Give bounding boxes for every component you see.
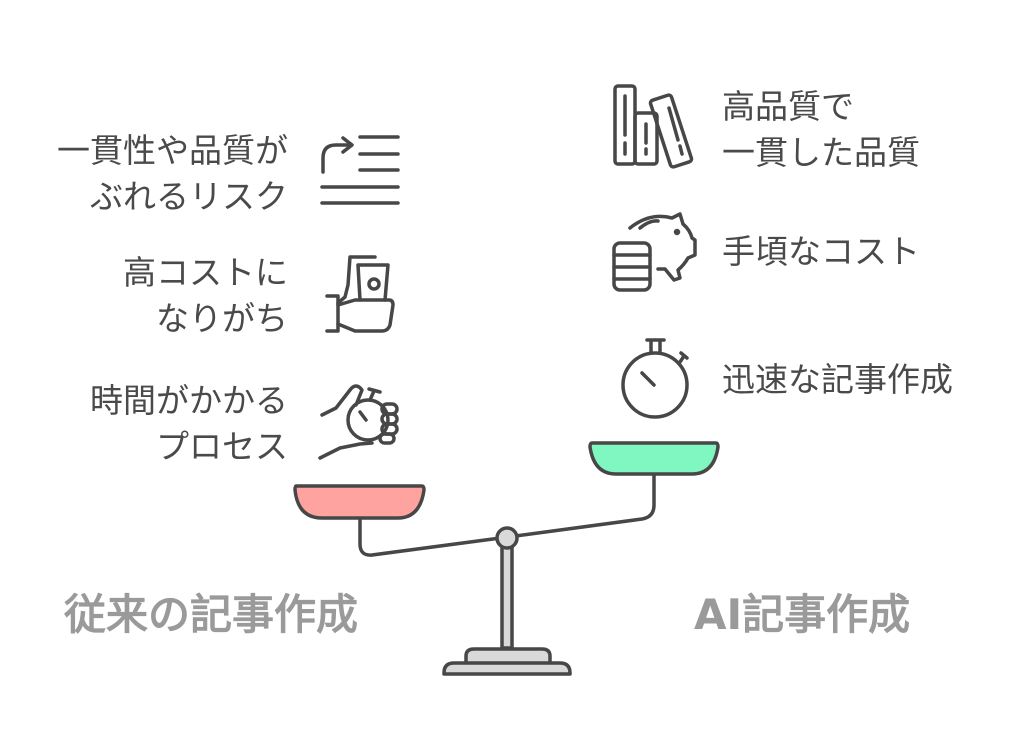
right-item-fast-creation: 迅速な記事作成 [722,360,953,399]
scale-pivot [495,526,519,550]
left-item-time-consuming: 時間がかかる プロセス [90,381,288,466]
piggy-bank-coins-icon [612,212,697,292]
hand-holding-stopwatch-icon [318,384,399,460]
hand-holding-money-icon [325,255,395,333]
left-item-high-cost: 高コストに なりがち [123,253,288,338]
forward-text-lines-icon [320,135,400,205]
right-pan [588,441,720,476]
right-item-high-quality: 高品質で 一貫した品質 [722,87,920,172]
stopwatch-icon [621,338,689,419]
right-item-affordable-cost: 手頃なコスト [722,232,920,271]
left-title: 従来の記事作成 [64,590,359,639]
right-title: AI記事作成 [694,590,911,639]
books-icon [613,84,694,169]
scale-base-top [464,647,552,666]
scale-pole [500,538,514,650]
left-pan [293,484,426,520]
left-item-consistency-risk: 一貫性や品質が ぶれるリスク [57,131,288,216]
scale-base [442,661,572,676]
